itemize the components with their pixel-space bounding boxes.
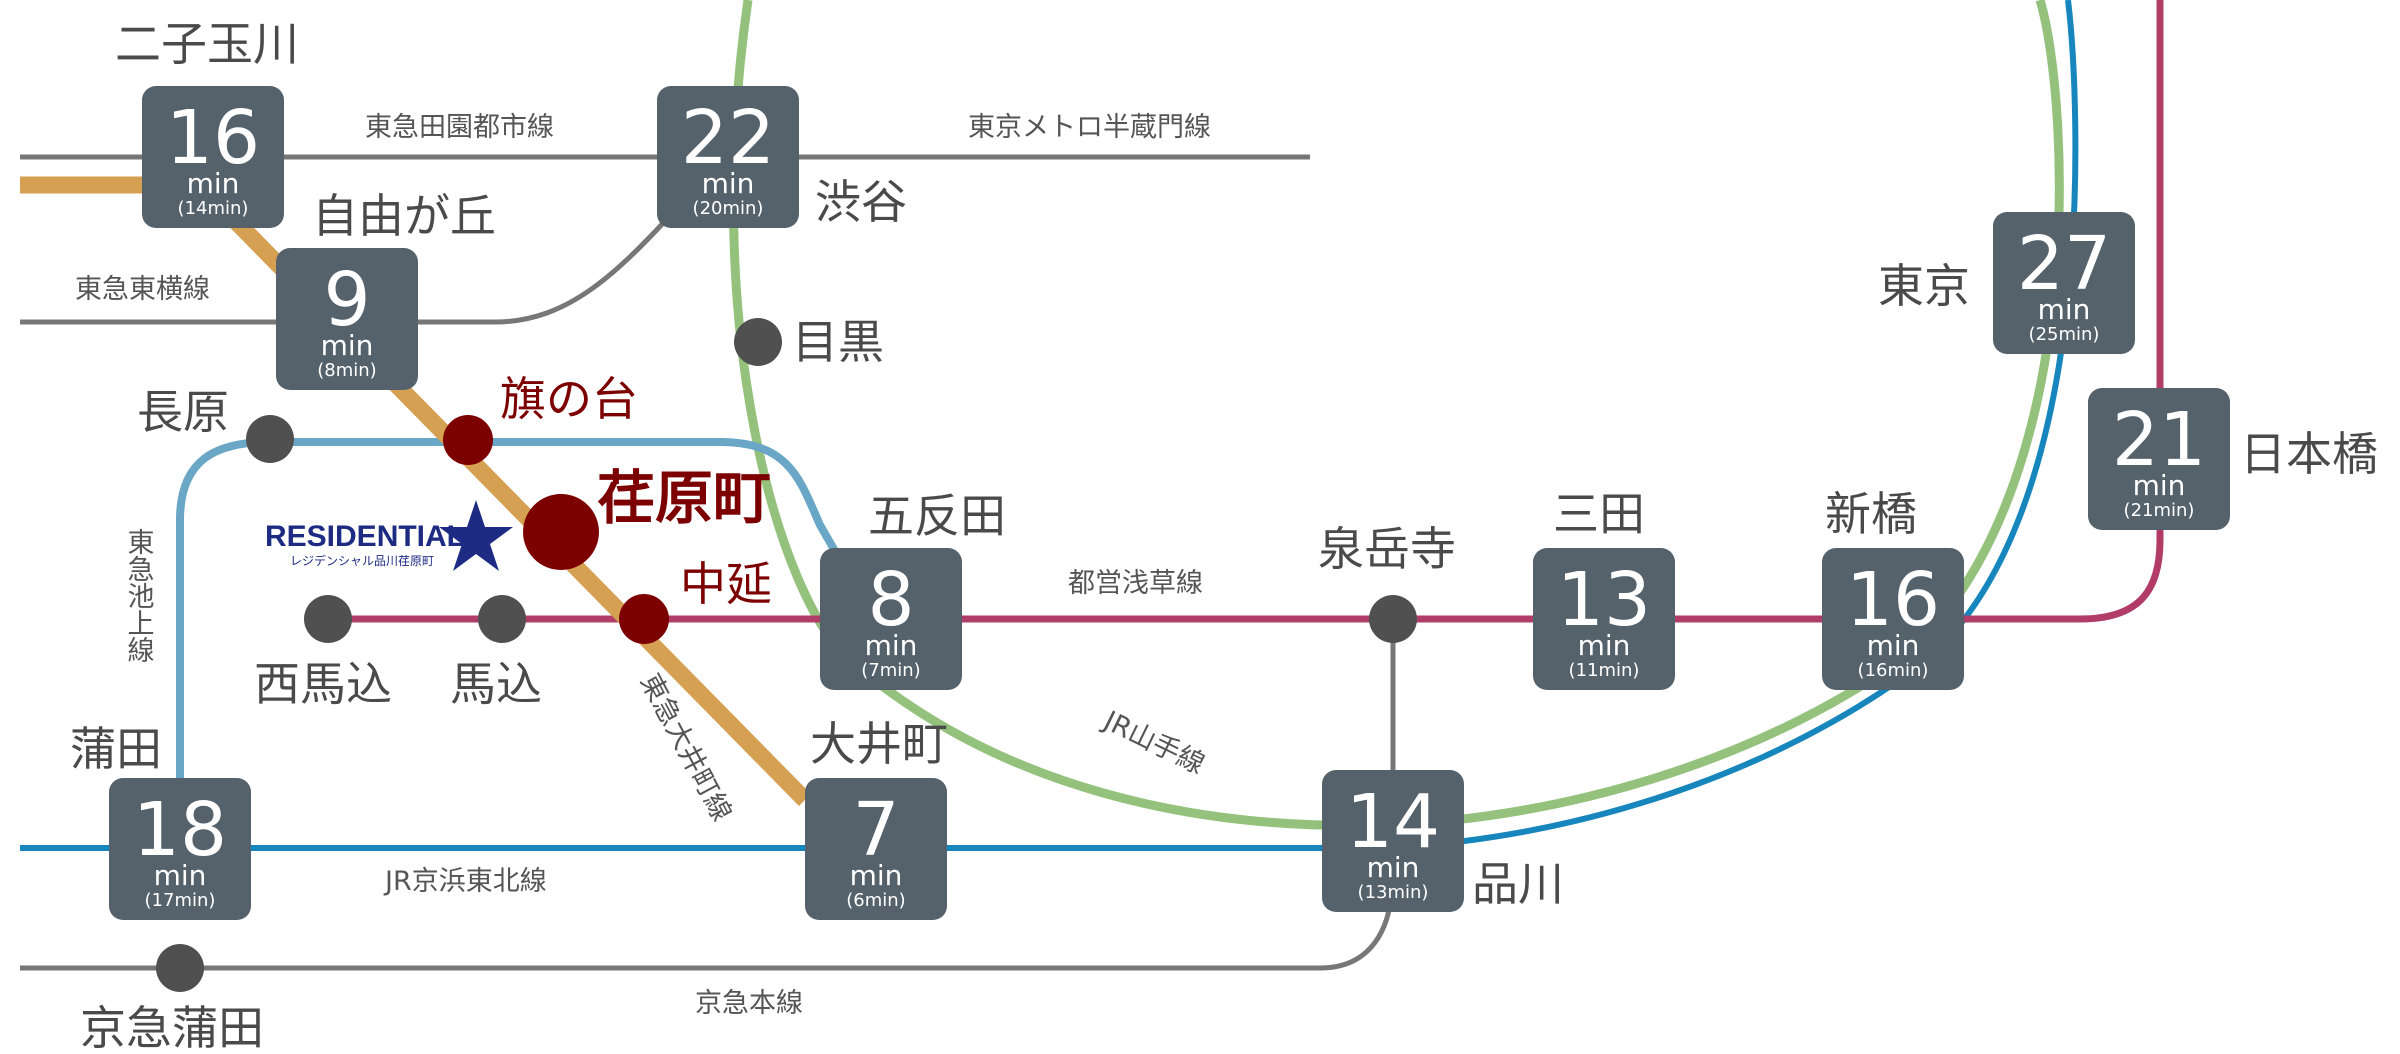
station-nakanobu: 中延 [680,557,772,611]
time-box-futako-main: 16 [166,95,260,181]
time-box-shinagawa: 14 min (13min) [1322,770,1464,912]
time-box-gotanda-main: 8 [867,557,914,643]
station-nishimagome: 西馬込 [254,657,392,711]
line-label-ikegami: 東急池上線 [123,528,155,663]
station-keikyu-kamata: 京急蒲田 [80,1001,264,1054]
time-box-futako-min: min [187,167,240,200]
station-dot-magome [478,595,526,643]
time-box-mita: 13 min (11min) [1533,548,1675,690]
station-kamata: 蒲田 [70,722,162,776]
station-oimachi: 大井町 [810,717,948,771]
time-box-nihombashi-sub: (21min) [2124,500,2195,521]
station-dot-meguro [734,318,782,366]
station-mita: 三田 [1553,487,1645,541]
station-dot-hatanodai [443,415,493,465]
station-shibuya: 渋谷 [815,175,907,229]
time-box-nihombashi-main: 21 [2112,397,2206,483]
station-dot-ebaramachi [523,494,599,570]
line-label-hanzomon: 東京メトロ半蔵門線 [968,112,1211,143]
time-box-futako-sub: (14min) [178,198,249,219]
line-label-keihin: JR京浜東北線 [383,866,547,897]
station-dot-nagahara [246,415,294,463]
line-label-denentoshi: 東急田園都市線 [365,112,554,143]
station-ebaramachi: 荏原町 [597,464,771,532]
time-box-jiyugaoka-main: 9 [323,257,370,343]
time-box-gotanda: 8 min (7min) [820,548,962,690]
time-box-shibuya-main: 22 [681,95,775,181]
time-box-tokyo-main: 27 [2017,221,2111,307]
time-box-jiyugaoka: 9 min (8min) [276,248,418,390]
logo-name: RESIDENTIAL [265,520,465,553]
time-box-mita-main: 13 [1557,557,1651,643]
toyoko-line [20,203,682,325]
station-gotanda: 五反田 [868,489,1006,543]
time-box-shibuya-min: min [702,167,755,200]
time-box-kamata-main: 18 [133,787,227,873]
line-label-toyoko: 東急東横線 [75,274,210,305]
time-box-tokyo-min: min [2038,293,2091,326]
station-dot-keikyu-kamata [156,944,204,992]
time-box-nihombashi-min: min [2133,469,2186,502]
station-hatanodai: 旗の台 [500,372,638,426]
time-box-shinagawa-sub: (13min) [1358,882,1429,903]
yamanote-line [728,0,2064,830]
time-box-kamata: 18 min (17min) [109,778,251,920]
station-tokyo: 東京 [1878,259,1970,313]
time-box-oimachi: 7 min (6min) [805,778,947,920]
line-label-yamanote: JR山手線 [1097,705,1209,781]
time-box-mita-min: min [1578,629,1631,662]
time-box-shibuya-sub: (20min) [693,198,764,219]
line-label-keikyu: 京急本線 [695,988,803,1019]
station-dot-nishimagome [304,595,352,643]
time-box-shimbashi-min: min [1867,629,1920,662]
residential-logo: RESIDENTIAL レジデンシャル品川荏原町 [265,500,513,571]
time-box-shinagawa-main: 14 [1346,779,1440,865]
station-futako: 二子玉川 [115,17,299,71]
time-box-oimachi-min: min [850,859,903,892]
star-icon [439,500,513,571]
logo-sub: レジデンシャル品川荏原町 [290,553,434,568]
asakusa-line [328,0,2164,623]
station-shinagawa: 品川 [1472,857,1564,911]
time-box-tokyo-sub: (25min) [2029,324,2100,345]
time-box-shinagawa-min: min [1367,851,1420,884]
time-box-jiyugaoka-sub: (8min) [317,360,376,381]
time-box-gotanda-sub: (7min) [861,660,920,681]
time-box-shibuya: 22 min (20min) [657,86,799,228]
station-sengakuji: 泉岳寺 [1318,522,1456,576]
station-nihombashi: 日本橋 [2240,427,2378,481]
time-box-mita-sub: (11min) [1569,660,1640,681]
station-dot-sengakuji [1369,595,1417,643]
time-box-oimachi-sub: (6min) [846,890,905,911]
time-box-oimachi-main: 7 [852,787,899,873]
time-box-gotanda-min: min [865,629,918,662]
station-shimbashi: 新橋 [1825,487,1917,541]
time-box-shimbashi-sub: (16min) [1858,660,1929,681]
time-box-kamata-min: min [154,859,207,892]
time-box-shimbashi-main: 16 [1846,557,1940,643]
time-box-nihombashi: 21 min (21min) [2088,388,2230,530]
line-label-oimachi: 東急大井町線 [634,669,737,827]
line-label-asakusa: 都営浅草線 [1068,568,1203,599]
ikegami-line [176,438,866,848]
station-magome: 馬込 [450,657,542,711]
time-box-jiyugaoka-min: min [321,329,374,362]
station-nagahara: 長原 [137,385,229,439]
station-meguro: 目黒 [792,315,884,369]
time-box-futako: 16 min (14min) [142,86,284,228]
time-box-shimbashi: 16 min (16min) [1822,548,1964,690]
station-dot-nakanobu [619,594,669,644]
station-jiyugaoka: 自由が丘 [312,189,496,243]
time-box-kamata-sub: (17min) [145,890,216,911]
time-box-tokyo: 27 min (25min) [1993,212,2135,354]
